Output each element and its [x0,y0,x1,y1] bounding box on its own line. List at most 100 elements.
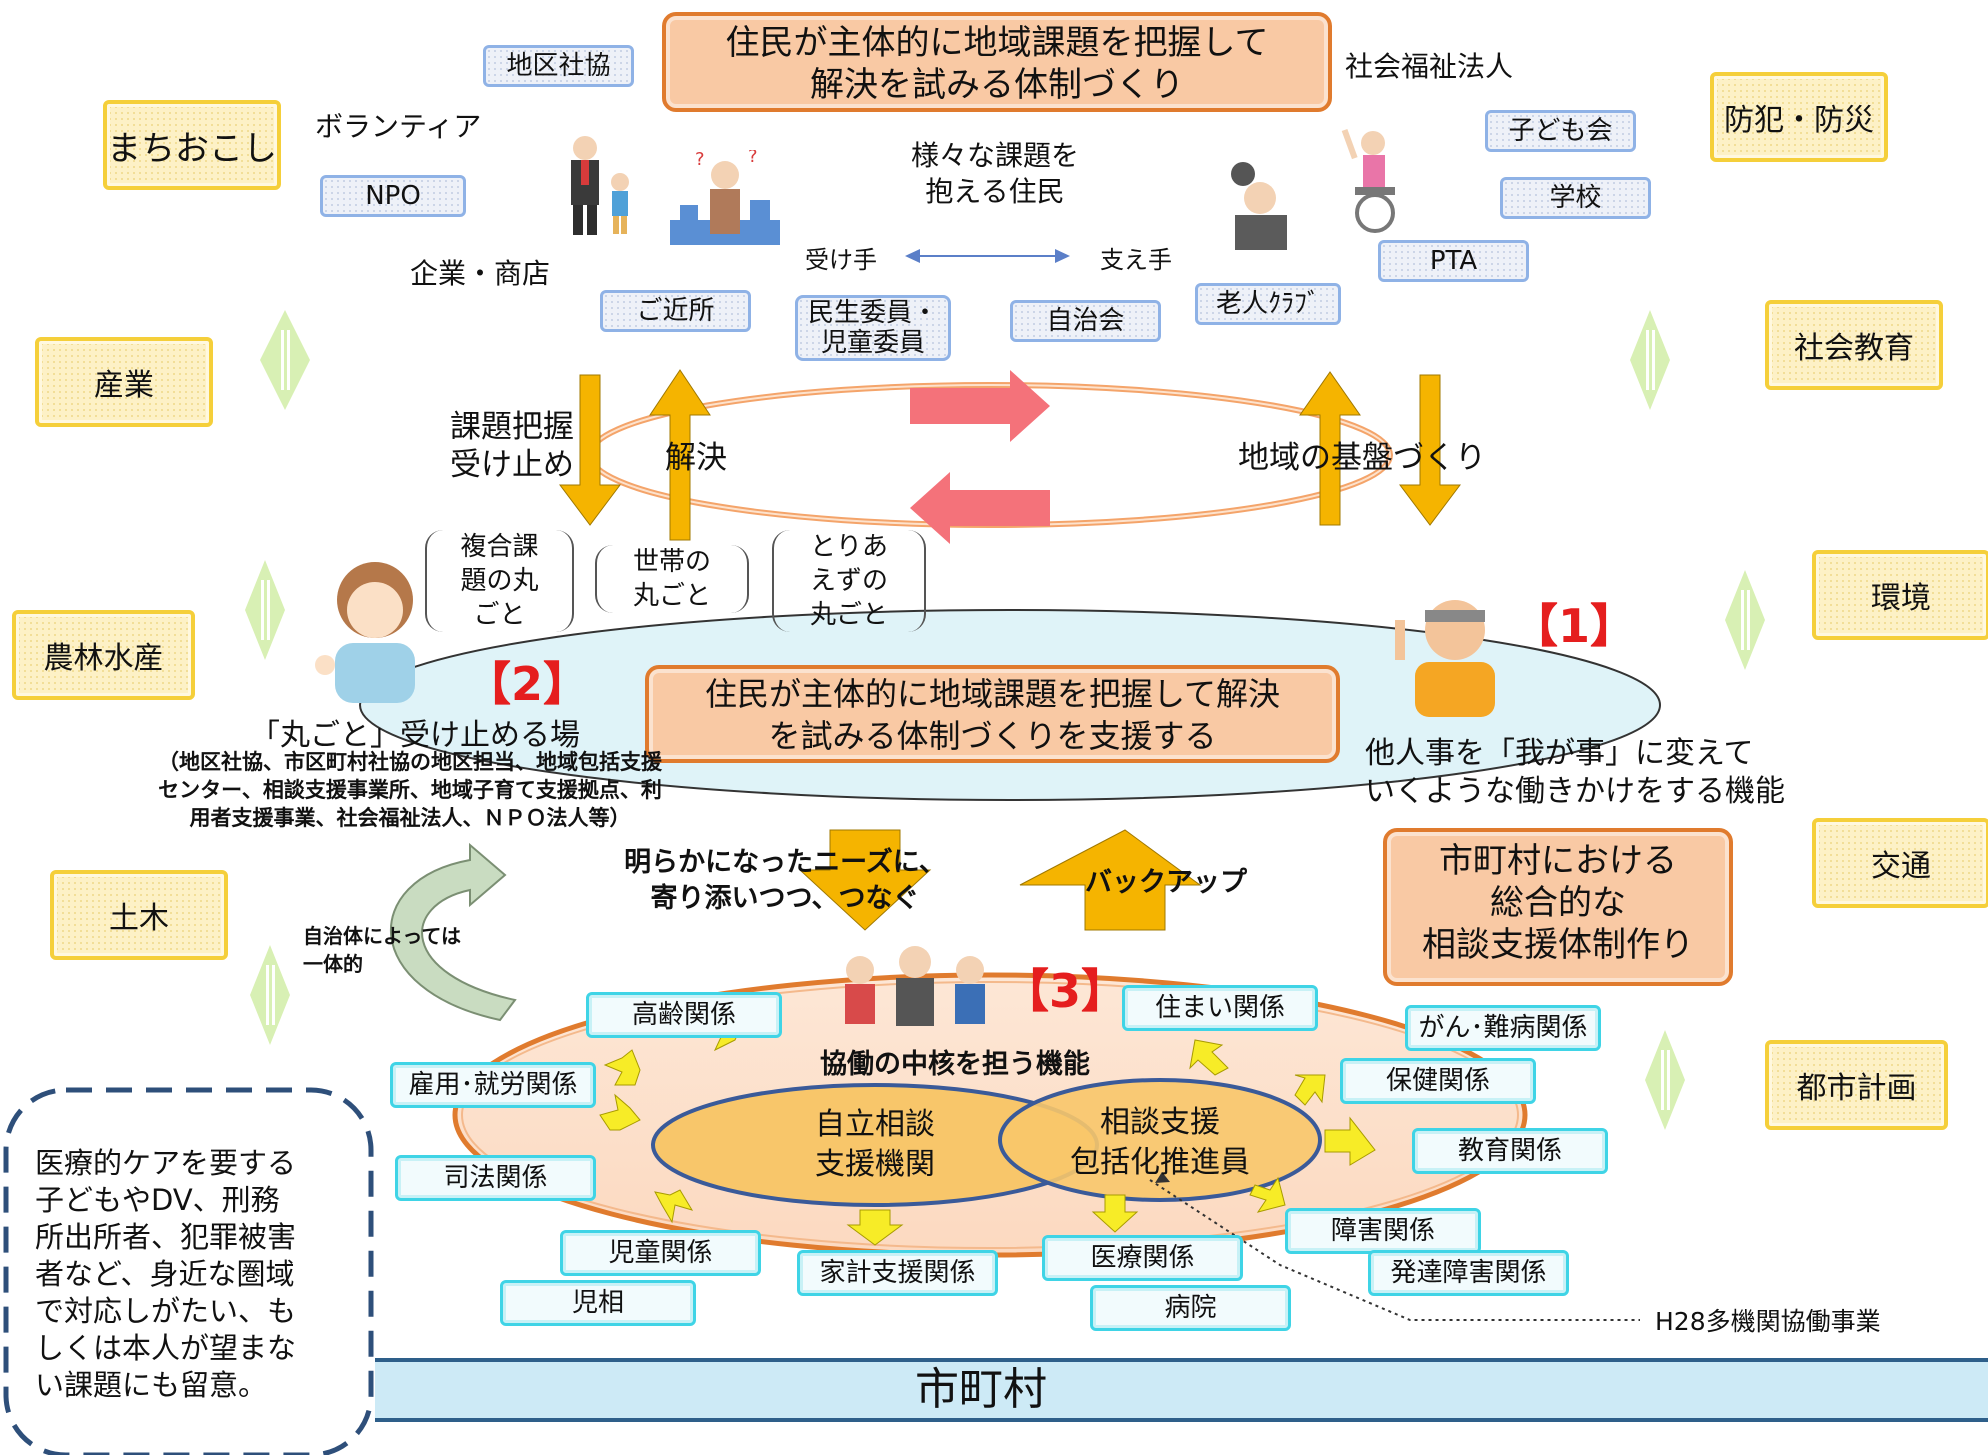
function1-line2: いくような働きかけをする機能 [1365,774,1785,809]
whole-complex-line2: 題の丸 [460,566,539,596]
related-child-guidance: 児相 [500,1280,696,1326]
actor-volunteer: ボランティア [315,110,482,143]
field-crime-disaster: 防犯・防災 [1710,72,1888,162]
core-independent-line1: 自立相談 [815,1107,935,1142]
related-household-finance: 家計支援関係 [797,1250,998,1296]
function1-line1: 他人事を「我が事」に変えて [1365,736,1754,771]
header-title-line1: 住民が主体的に地域課題を把握して [725,23,1269,63]
related-judicial: 司法関係 [395,1155,596,1201]
field-urban-planning: 都市計画 [1765,1040,1948,1130]
svg-text:?: ? [748,150,758,167]
note-line3: 所出所者、犯罪被害 [35,1220,297,1254]
whole-temp-line3: 丸ごと [809,600,888,630]
municipality-label: 市町村 [915,1364,1047,1415]
flow-needs-line1: 明らかになったニーズに、 [624,847,946,878]
elderly-confused-icon: ?? [670,150,780,245]
arrow-grasp-down [559,374,621,526]
whole-temporary: とりあ えずの 丸ごと [772,530,926,632]
integrated-curve-arrow [390,842,517,1022]
whole-household-line2: 丸ごと [632,581,711,611]
core-independent: 自立相談 支援機関 [780,1105,970,1185]
related-housing: 住まい関係 [1122,985,1318,1031]
place-detail: （地区社協、市区町村社協の地区担当、地域包括支援 センター、相談支援事業所、地域… [125,748,695,832]
note-line6: しくは本人が望まな [35,1331,297,1365]
h28-label: H28多機関協働事業 [1655,1307,1881,1336]
related-children: 児童関係 [560,1230,761,1276]
actor-neighbors: ご近所 [600,290,751,332]
actor-district-council: 地区社協 [483,45,634,87]
note-box [3,1087,374,1455]
note-line7: い課題にも留意。 [35,1368,268,1402]
actor-residents-association: 自治会 [1010,300,1161,342]
flow-needs: 明らかになったニーズに、 寄り添いつつ、つなぐ [605,845,965,917]
note-line5: で対応しがたい、も [35,1294,297,1328]
place-detail-line3: 用者支援事業、社会福祉法人、ＮＰＯ法人等） [189,806,631,830]
whole-household: 世帯の 丸ごと [595,545,749,613]
actor-business: 企業・商店 [410,257,551,290]
field-town-development: まちおこし [103,100,281,190]
field-social-education: 社会教育 [1765,300,1943,390]
municipal-system-line3: 相談支援体制作り [1422,925,1694,965]
municipality-bar [375,1360,1988,1420]
header-title-box: 住民が主体的に地域課題を把握して 解決を試みる体制づくり [662,12,1332,112]
arrow-solve-up [649,369,711,541]
marker-3: 【3】 [1003,964,1128,1018]
actor-elderly-club: 老人ｸﾗﾌﾞ [1195,283,1341,325]
man-pointing-icon [1395,600,1495,717]
residents-line2: 抱える住民 [925,175,1065,208]
core-independent-line2: 支援機関 [815,1147,935,1182]
core-label: 協働の中核を担う機能 [820,1049,1090,1080]
promoter-ellipse [998,1078,1322,1202]
flow-backup: バックアップ [1085,867,1247,898]
actor-school: 学校 [1500,177,1651,219]
support-box: 住民が主体的に地域課題を把握して解決 を試みる体制づくりを支援する [645,665,1340,763]
whole-complex: 複合課 題の丸 ごと [425,530,574,632]
arrow-foundation-down [1399,374,1461,526]
related-employment: 雇用･就労関係 [390,1062,596,1108]
whole-complex-line3: ごと [473,600,526,630]
related-public-health: 保健関係 [1340,1058,1536,1104]
field-transport: 交通 [1812,818,1988,908]
arrow-foundation-up [1299,371,1361,526]
arrow-needs-down [798,829,932,931]
whole-temp-line2: えずの [809,566,888,596]
receiver-label: 受け手 [805,246,877,274]
place-detail-line1: （地区社協、市区町村社協の地区担当、地域包括支援 [158,750,662,774]
field-civil-engineering: 土木 [50,870,228,960]
parent-child-icon [571,136,629,235]
field-agriculture: 農林水産 [12,610,195,700]
support-line2: を試みる体制づくりを支援する [768,717,1217,755]
cycle-arrow-left [910,472,1050,544]
related-disability: 障害関係 [1285,1208,1481,1254]
actor-children-club: 子ども会 [1485,110,1636,152]
municipal-system-line2: 総合的な [1490,883,1626,923]
team-cheer-icon [845,946,985,1026]
cycle-arrow-right [910,370,1050,442]
cycle-foundation: 地域の基盤づくり [1238,440,1486,476]
actor-social-welfare-corp: 社会福祉法人 [1345,50,1514,83]
cycle-grasp-line2: 受け止め [450,447,574,483]
related-medical: 医療関係 [1042,1235,1243,1281]
cycle-grasp: 課題把握 受け止め [450,408,574,484]
marker-2: 【2】 [465,657,590,711]
place-title: 「丸ごと」受け止める場 [250,718,580,753]
actor-pta: PTA [1378,240,1529,282]
supporter-label: 支え手 [1100,246,1172,274]
related-elderly: 高齢関係 [586,992,782,1038]
function1-text: 他人事を「我が事」に変えて いくような働きかけをする機能 [1365,735,1785,811]
related-hospital: 病院 [1090,1285,1291,1331]
welfare-commissioner-line2: 児童委員 [820,328,925,358]
header-title-line2: 解決を試みる体制づくり [810,65,1184,105]
flow-needs-line2: 寄り添いつつ、つなぐ [650,883,920,914]
related-education: 教育関係 [1412,1128,1608,1174]
flow-integrated-line1: 自治体によっては [303,924,461,948]
flow-integrated: 自治体によっては 一体的 [303,922,461,978]
core-promoter-line1: 相談支援 [1100,1105,1220,1140]
related-cancer-intractable: がん･難病関係 [1405,1005,1601,1051]
wheelchair-person-icon [1341,128,1395,233]
residents-line1: 様々な課題を [910,139,1079,172]
related-developmental: 発達障害関係 [1368,1250,1569,1296]
support-line1: 住民が主体的に地域課題を把握して解決 [704,675,1281,713]
actor-npo: NPO [320,175,466,217]
municipal-system-box: 市町村における 総合的な 相談支援体制作り [1383,828,1733,986]
